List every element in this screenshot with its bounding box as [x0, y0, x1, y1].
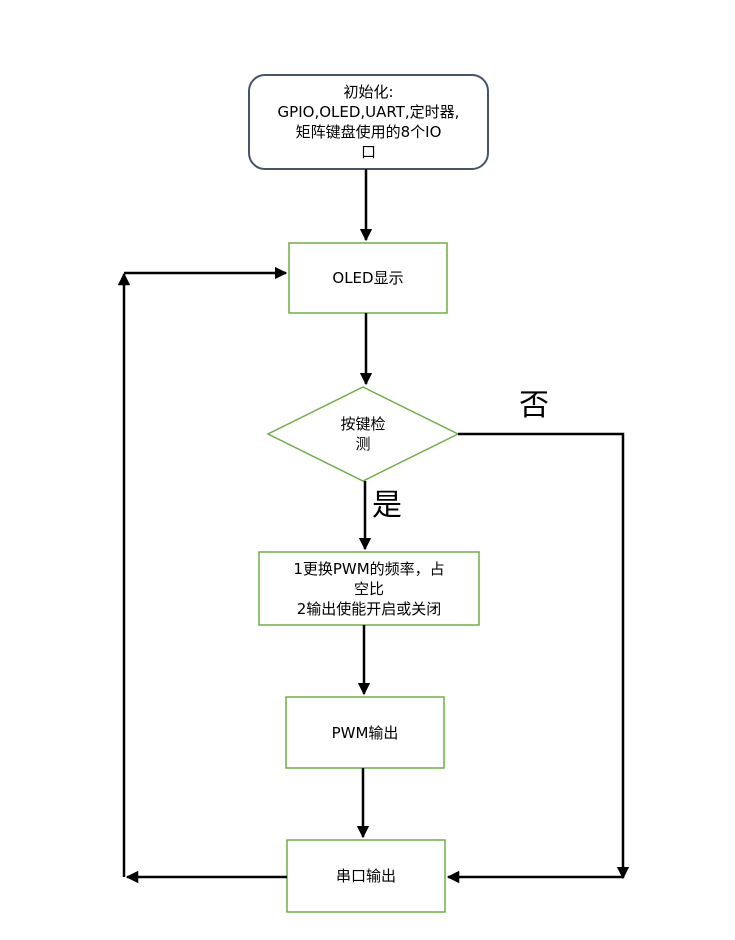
key-check-diamond — [266, 386, 460, 482]
arrow-no-branch — [458, 432, 630, 880]
change-box — [258, 551, 480, 626]
init-box — [248, 74, 489, 170]
change-text: 1更换PWM的频率，占 空比 2输出使能开启或关闭 — [293, 559, 445, 618]
oled-box — [288, 242, 448, 314]
yes-label: 是 — [372, 488, 402, 523]
pwm-box — [285, 696, 445, 769]
serial-text: 串口输出 — [335, 867, 396, 885]
pwm-text: PWM输出 — [331, 723, 399, 742]
key-check-text: 按键检 测 — [340, 415, 386, 453]
no-label: 否 — [519, 388, 549, 423]
init-text: 初始化: GPIO,OLED,UART,定时器, 矩阵键盘使用的8个IO 口 — [277, 83, 460, 161]
oled-text: OLED显示 — [332, 269, 404, 287]
